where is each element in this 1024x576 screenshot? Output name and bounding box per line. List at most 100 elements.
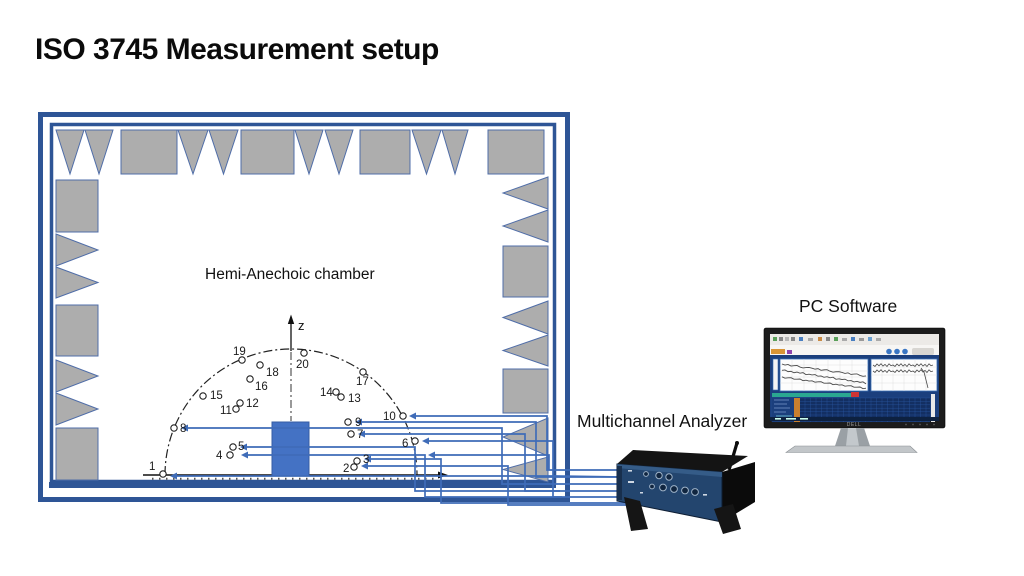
mic-circle: [344, 418, 352, 426]
microphone-1: 1: [149, 461, 167, 478]
level-colorbar: [772, 358, 779, 391]
wedge-triangle: [55, 392, 100, 426]
round-button-2: [894, 348, 900, 355]
cable-line: [246, 446, 560, 492]
wedge-triangle: [55, 129, 85, 176]
wedge-square: [55, 427, 99, 481]
purple-icon: [787, 350, 792, 354]
device-under-test: [271, 421, 310, 477]
microphone-10: 10: [383, 411, 407, 423]
multichannel-analyzer: [616, 441, 755, 534]
row-labels: [774, 399, 790, 413]
mic-circle: [226, 451, 234, 459]
table-header: [772, 393, 856, 397]
analyzer-panel-highlight: [617, 464, 722, 477]
mic-number: 17: [356, 376, 369, 388]
wedge-triangle: [324, 129, 354, 176]
spectrum-chart: [870, 358, 938, 392]
analyzer-label: Multichannel Analyzer: [577, 411, 748, 431]
analyzer-left-strip: [617, 466, 622, 500]
cable-arrowhead: [240, 443, 247, 451]
wedge-triangle: [411, 129, 442, 176]
mic-circle: [337, 393, 345, 401]
anechoic-wedges: [55, 129, 549, 483]
microphone-17: 17: [356, 368, 369, 388]
mic-circle: [256, 361, 264, 369]
microphone-9: 9: [344, 417, 361, 429]
mic-circle: [359, 368, 367, 376]
antenna-tip: [735, 441, 739, 445]
analyzer-top-face: [617, 450, 748, 472]
microphone-20: 20: [296, 349, 309, 371]
analyzer-right-leg: [714, 504, 741, 534]
wedge-triangle: [501, 300, 549, 335]
ribbon-button: [912, 348, 934, 355]
mic-number: 13: [348, 393, 361, 405]
cable-arrowhead: [241, 451, 248, 459]
mic-number: 12: [246, 398, 259, 410]
mic-circle: [300, 349, 308, 357]
cable-arrowhead: [364, 455, 371, 463]
wedge-square: [487, 129, 545, 175]
frequency-response-chart: [779, 358, 869, 392]
mic-number: 11: [220, 405, 232, 417]
mic-circle: [232, 405, 240, 413]
cable-arrowhead: [358, 430, 365, 438]
microphone-18: 18: [256, 361, 279, 379]
mic-circle: [229, 443, 237, 451]
toolbar-icons: [773, 337, 881, 341]
microphone-8: 8: [170, 423, 186, 435]
wedge-square: [359, 129, 411, 175]
mic-number: 1: [149, 461, 155, 473]
mic-circle: [353, 457, 361, 465]
pc-software-label: PC Software: [799, 296, 898, 316]
pc-monitor: DELL: [763, 327, 946, 453]
mic-circle: [399, 412, 407, 420]
cable-arrowhead: [170, 472, 177, 480]
wedge-square: [55, 179, 99, 233]
microphone-16: 16: [246, 375, 268, 393]
cable-line: [367, 465, 688, 506]
mic-number: 14: [320, 387, 333, 399]
monitor-base: [785, 445, 918, 453]
cable-mic-8: [181, 424, 693, 485]
wedge-square: [502, 245, 549, 298]
z-axis-label: z: [298, 318, 305, 333]
wedge-triangle: [55, 359, 100, 393]
analyzer-leds: [628, 470, 707, 496]
wedge-square: [502, 368, 549, 414]
mic-number: 18: [266, 367, 279, 379]
wedge-square: [55, 304, 99, 357]
round-button-3: [902, 348, 908, 355]
mic-number: 10: [383, 411, 396, 423]
chamber-inner-wall: [49, 122, 557, 484]
wedge-triangle: [55, 233, 100, 267]
table-scrollbar[interactable]: [931, 394, 935, 422]
floor-arrow: [438, 471, 448, 479]
bezel-buttons[interactable]: [905, 423, 935, 426]
cable-mic-7: [358, 430, 694, 492]
microphone-3: 3: [353, 454, 369, 466]
cable-line: [434, 454, 550, 470]
slide-title: ISO 3745 Measurement setup: [35, 33, 439, 66]
mic-circle: [350, 463, 358, 471]
cable-arrowhead: [422, 437, 429, 445]
cable-line: [364, 433, 694, 492]
anechoic-chamber: [38, 112, 570, 502]
mic-number: 3: [363, 454, 369, 466]
wedge-triangle: [501, 209, 549, 243]
cable-line: [187, 427, 693, 485]
cable-mic-1: [170, 472, 693, 480]
wedge-triangle: [501, 334, 549, 367]
mic-number: 15: [210, 390, 223, 402]
mic-number: 7: [357, 429, 363, 441]
mic-number: 9: [355, 417, 361, 429]
wedge-triangle: [294, 129, 324, 176]
mic-circle: [236, 399, 244, 407]
mic-number: 19: [233, 346, 246, 358]
mic-circle: [347, 430, 355, 438]
microphone-14: 14: [320, 387, 340, 399]
